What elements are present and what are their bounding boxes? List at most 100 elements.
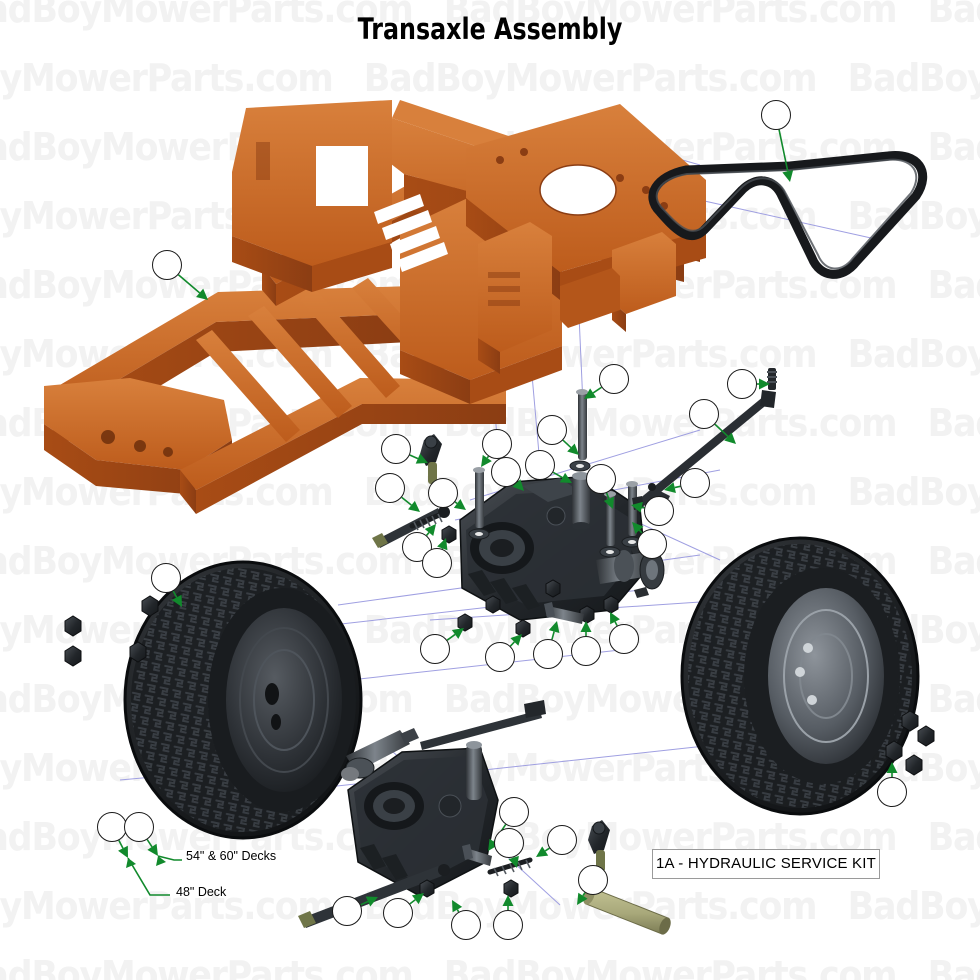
callout-arrowhead-12	[577, 892, 588, 905]
callout-leader-3	[605, 492, 610, 500]
callout-leader-5	[641, 506, 645, 509]
callout-arrowhead-3	[580, 621, 592, 632]
callout-bubble-2[interactable]	[151, 563, 181, 593]
callout-leader-11	[146, 839, 153, 848]
callout-arrowhead-6	[481, 454, 492, 467]
callout-arrowhead-5	[631, 501, 643, 513]
callout-arrowhead-15	[724, 432, 736, 444]
callout-arrowhead-23	[452, 900, 463, 913]
callout-arrowhead-1	[502, 895, 514, 906]
callout-leader-9	[454, 501, 458, 505]
callout-arrowhead-16	[424, 524, 436, 536]
callout-arrowhead-13	[510, 634, 522, 646]
callout-bubble-3[interactable]	[609, 624, 639, 654]
callout-leader-23	[544, 847, 550, 852]
callout-leader-14	[552, 471, 563, 479]
callout-bubble-13[interactable]	[485, 642, 515, 672]
callout-leader-3	[446, 633, 456, 641]
callout-bubble-4[interactable]	[533, 639, 563, 669]
annotation-leaders	[127, 855, 182, 896]
callout-arrowhead-2	[886, 762, 898, 773]
callout-leader-2	[172, 590, 178, 598]
callout-arrowhead-14	[559, 472, 572, 483]
callout-bubble-23[interactable]	[547, 825, 577, 855]
callout-bubble-10[interactable]	[97, 812, 127, 842]
callout-bubble-2[interactable]	[877, 777, 907, 807]
callout-arrowhead-10	[118, 845, 128, 858]
callout-arrowhead-18	[664, 482, 676, 493]
callout-bubble-14[interactable]	[525, 450, 555, 480]
callout-bubble-16[interactable]	[494, 828, 524, 858]
callout-leader-15	[714, 423, 729, 438]
callout-arrowhead-17	[782, 170, 794, 182]
callout-leader-8	[409, 899, 416, 905]
callout-arrowhead-21	[512, 479, 524, 491]
callout-arrowhead-9	[567, 443, 579, 455]
callout-arrowhead-20	[365, 896, 378, 907]
callout-bubble-1[interactable]	[375, 473, 405, 503]
callout-leader-13	[509, 641, 515, 647]
callout-arrowhead-22	[415, 453, 428, 464]
annotation-arrowheads	[126, 856, 166, 868]
callout-arrowhead-9	[453, 499, 466, 510]
callout-bubble-12[interactable]	[578, 865, 608, 895]
lower-transaxle-part	[341, 700, 546, 897]
callout-leader-7	[592, 386, 602, 394]
callout-leader-18	[674, 485, 681, 489]
callout-bubble-11[interactable]	[124, 812, 154, 842]
callout-leader-12	[582, 892, 586, 897]
annotation-deck-54-60: 54" & 60" Decks	[186, 849, 277, 863]
right-lug-nuts	[885, 710, 935, 776]
hydraulic-service-kit-label: 1A - HYDRAULIC SERVICE KIT	[652, 849, 880, 879]
callout-bubble-19[interactable]	[727, 369, 757, 399]
callout-bubble-3[interactable]	[420, 634, 450, 664]
callout-arrowhead-4	[548, 621, 560, 634]
callout-arrowhead-3	[603, 496, 615, 509]
drive-belt-highlight	[655, 158, 918, 270]
callout-arrowhead-7	[584, 388, 597, 399]
callout-bubble-8[interactable]	[422, 548, 452, 578]
callout-bubble-22[interactable]	[381, 434, 411, 464]
callout-leader-17	[778, 129, 789, 172]
left-lug-nuts	[64, 595, 159, 667]
callout-bubble-21[interactable]	[491, 457, 521, 487]
callout-bubble-15[interactable]	[689, 399, 719, 429]
callout-arrowhead-23	[536, 846, 549, 857]
callout-bubble-3[interactable]	[571, 636, 601, 666]
callout-arrowhead-8	[411, 893, 424, 905]
callout-bubble-9[interactable]	[428, 478, 458, 508]
drive-belt-part	[648, 151, 928, 279]
page-title: Transaxle Assembly	[357, 12, 623, 46]
callout-bubble-9[interactable]	[537, 415, 567, 445]
callout-bubble-7[interactable]	[599, 364, 629, 394]
callout-bubble-23[interactable]	[451, 910, 481, 940]
callout-bubble-8[interactable]	[383, 898, 413, 928]
callout-bubble-20[interactable]	[332, 896, 362, 926]
annotation-deck-48: 48" Deck	[176, 885, 227, 899]
callout-bubble-4[interactable]	[499, 797, 529, 827]
callout-arrowhead-2	[171, 594, 182, 607]
callout-bubble-24[interactable]	[152, 250, 182, 280]
callout-arrowhead-19	[759, 378, 770, 390]
callout-bubble-5[interactable]	[644, 496, 674, 526]
callout-arrowheads	[118, 170, 898, 913]
callout-arrowhead-11	[147, 843, 158, 856]
callout-bubble-17[interactable]	[761, 100, 791, 130]
callout-bubble-18[interactable]	[680, 468, 710, 498]
callout-arrowhead-16	[508, 855, 519, 868]
callout-leader-9	[562, 439, 572, 449]
callout-bubble-6[interactable]	[482, 429, 512, 459]
callout-arrowhead-3	[610, 612, 620, 625]
mower-frame-part	[44, 100, 706, 514]
callout-leaders	[118, 129, 893, 913]
callout-leader-24	[177, 274, 201, 294]
callout-bubble-1[interactable]	[493, 910, 523, 940]
callout-arrowhead-24	[196, 288, 208, 300]
callout-arrowhead-3	[451, 628, 464, 639]
callout-bubble-3[interactable]	[586, 464, 616, 494]
callout-bubble-9[interactable]	[637, 529, 667, 559]
upper-transaxle-part	[459, 475, 665, 621]
callout-arrowhead-9	[632, 522, 644, 534]
